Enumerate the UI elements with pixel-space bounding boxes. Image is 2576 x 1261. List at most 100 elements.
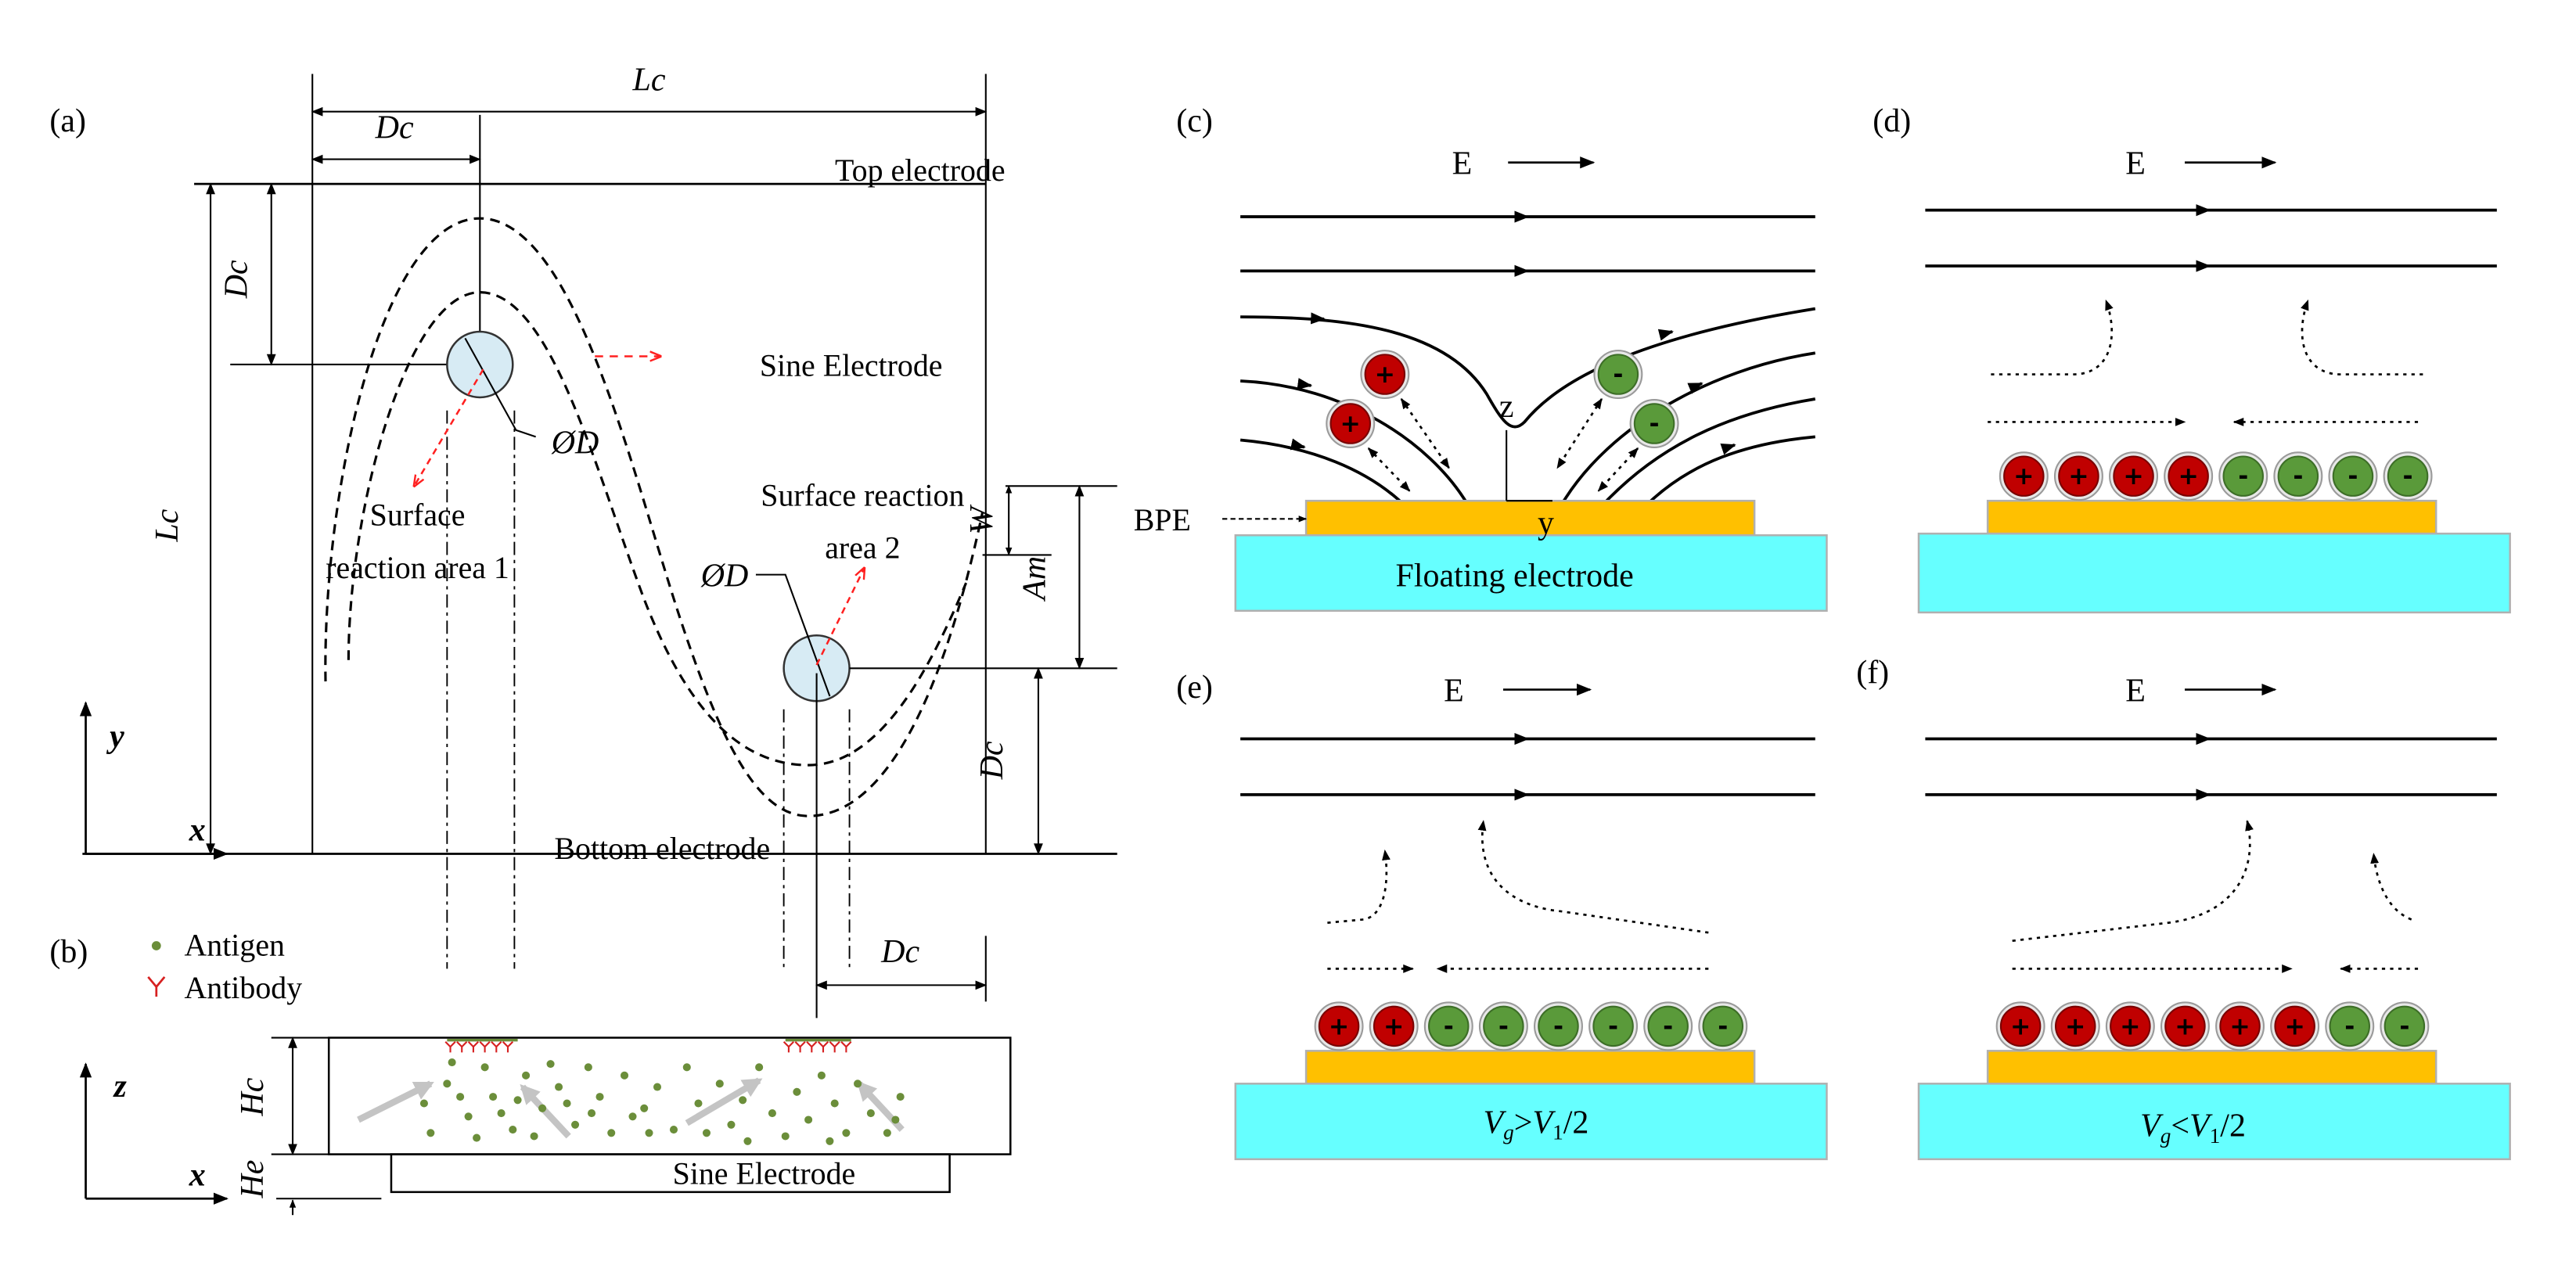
bipolar-electrode	[1986, 499, 2437, 535]
floating-electrode-label: Floating electrode	[1396, 558, 1634, 594]
field-label-e: E	[1452, 146, 1473, 181]
antigen-dot	[546, 1060, 555, 1069]
positive-ion	[2113, 455, 2154, 497]
antigen-dot	[755, 1063, 764, 1072]
positive-charge: +	[2053, 451, 2103, 501]
antigen-dot	[883, 1129, 891, 1137]
charge-sign: +	[2175, 1012, 2195, 1040]
panel-c: (c) E Floating electrode BPE z y ++--	[1134, 103, 1828, 613]
negative-charge: -	[2273, 451, 2323, 501]
positive-charge: +	[2164, 451, 2214, 501]
antigen-dot	[768, 1109, 776, 1118]
bipolar-electrode	[1304, 499, 1756, 537]
negative-ion	[1592, 1005, 1634, 1047]
local-z-label: z	[1499, 389, 1514, 425]
negative-charge: -	[2383, 451, 2433, 501]
label-hc: Hc	[235, 1077, 271, 1116]
sine-electrode-label-b: Sine Electrode	[673, 1155, 856, 1191]
negative-charge: -	[1423, 1001, 1473, 1051]
x-axis-label: x	[189, 813, 206, 849]
voltage-condition: Vg<V1/2	[2140, 1108, 2246, 1147]
negative-charge: -	[1593, 350, 1643, 400]
z-axis-label: z	[112, 1069, 127, 1105]
panel-d: (d) E ++++----	[1873, 103, 2511, 614]
charge-sign: -	[2399, 1012, 2409, 1040]
negative-ion	[2387, 455, 2429, 497]
antigen-dot	[781, 1132, 790, 1141]
label-dc-top: Dc	[375, 110, 414, 146]
panel-e: (e) E Vg>V1/2 ++------	[1176, 670, 1828, 1161]
charge-sign: -	[2348, 462, 2358, 490]
positive-charge: +	[1326, 399, 1376, 449]
negative-charge: -	[1534, 1001, 1583, 1051]
antigen-dot	[727, 1120, 736, 1129]
flow-curve-arrow	[2012, 820, 2254, 943]
positive-ion	[2003, 455, 2045, 497]
area-2-label-line-1: Surface reaction	[761, 477, 964, 512]
charge-sign: -	[1650, 410, 1660, 438]
bpe-label: BPE	[1134, 502, 1191, 537]
bipolar-electrode	[1304, 1050, 1756, 1085]
field-line-curved	[1240, 307, 1816, 429]
negative-charge: -	[1629, 399, 1679, 449]
antigen-dot	[793, 1087, 801, 1096]
antigen-dot	[854, 1080, 862, 1088]
field-arrowhead	[1310, 312, 1326, 325]
diameter-label-1: ØD	[551, 425, 599, 461]
antibody-icon	[444, 1041, 456, 1053]
positive-charge: +	[2105, 1001, 2155, 1051]
charge-sign: +	[2123, 462, 2143, 490]
field-line-curved	[1650, 435, 1815, 502]
label-am: Am	[1016, 556, 1052, 602]
antibody-icon	[829, 1041, 840, 1053]
antigen-dot	[497, 1109, 505, 1118]
negative-charge: -	[2325, 1001, 2375, 1051]
sine-electrode-inner-edge	[347, 291, 968, 767]
label-dc-bottom: Dc	[880, 934, 919, 970]
field-arrowhead	[1687, 382, 1704, 394]
diameter-label-2: ØD	[700, 558, 749, 594]
positive-ion	[1364, 354, 1406, 395]
diameter-leader-1	[464, 337, 537, 438]
negative-ion	[2222, 455, 2264, 497]
sine-electrode-block	[390, 1153, 951, 1194]
antigen-dot	[628, 1112, 637, 1121]
positive-charge: +	[1999, 451, 2049, 501]
positive-charge: +	[2109, 451, 2159, 501]
area-2-label-line-2: area 2	[825, 530, 900, 566]
field-arrowhead	[1297, 378, 1313, 390]
label-w: W	[964, 504, 1000, 534]
charge-sign: -	[1444, 1012, 1454, 1040]
charge-motion-arrow	[1556, 397, 1603, 469]
sine-electrode-label: Sine Electrode	[760, 348, 943, 383]
antibody-icon	[840, 1041, 852, 1053]
negative-charge: -	[1698, 1001, 1748, 1051]
antibody-icon	[467, 1041, 479, 1053]
positive-ion	[2168, 455, 2209, 497]
antigen-dot	[896, 1093, 905, 1101]
field-arrowhead	[1657, 329, 1674, 341]
bipolar-electrode	[1986, 1050, 2437, 1085]
charge-sign: -	[1498, 1012, 1509, 1040]
field-line-curved	[1240, 379, 1467, 502]
antigen-dot	[645, 1129, 653, 1137]
positive-charge: +	[2270, 1001, 2320, 1051]
negative-ion	[1647, 1005, 1689, 1047]
antibody-icon	[502, 1041, 514, 1053]
antigen-dot	[426, 1129, 435, 1137]
antigen-legend-dot	[151, 941, 161, 950]
field-label-e: E	[2125, 673, 2146, 709]
floating-electrode	[1234, 534, 1828, 613]
top-electrode-label: Top electrode	[835, 153, 1006, 188]
field-line-curved	[1239, 438, 1401, 502]
floating-electrode	[1234, 1083, 1828, 1161]
antigen-dot	[682, 1063, 691, 1072]
negative-ion	[2332, 455, 2374, 497]
legend-antibody-label: Antibody	[185, 970, 303, 1005]
antigen-dot	[443, 1080, 452, 1088]
flow-curve-arrow	[1477, 820, 1709, 934]
antigen-dot	[588, 1109, 596, 1118]
antigen-dot	[464, 1112, 473, 1121]
antibody-icon	[456, 1041, 468, 1053]
charge-sign: +	[1375, 361, 1395, 389]
